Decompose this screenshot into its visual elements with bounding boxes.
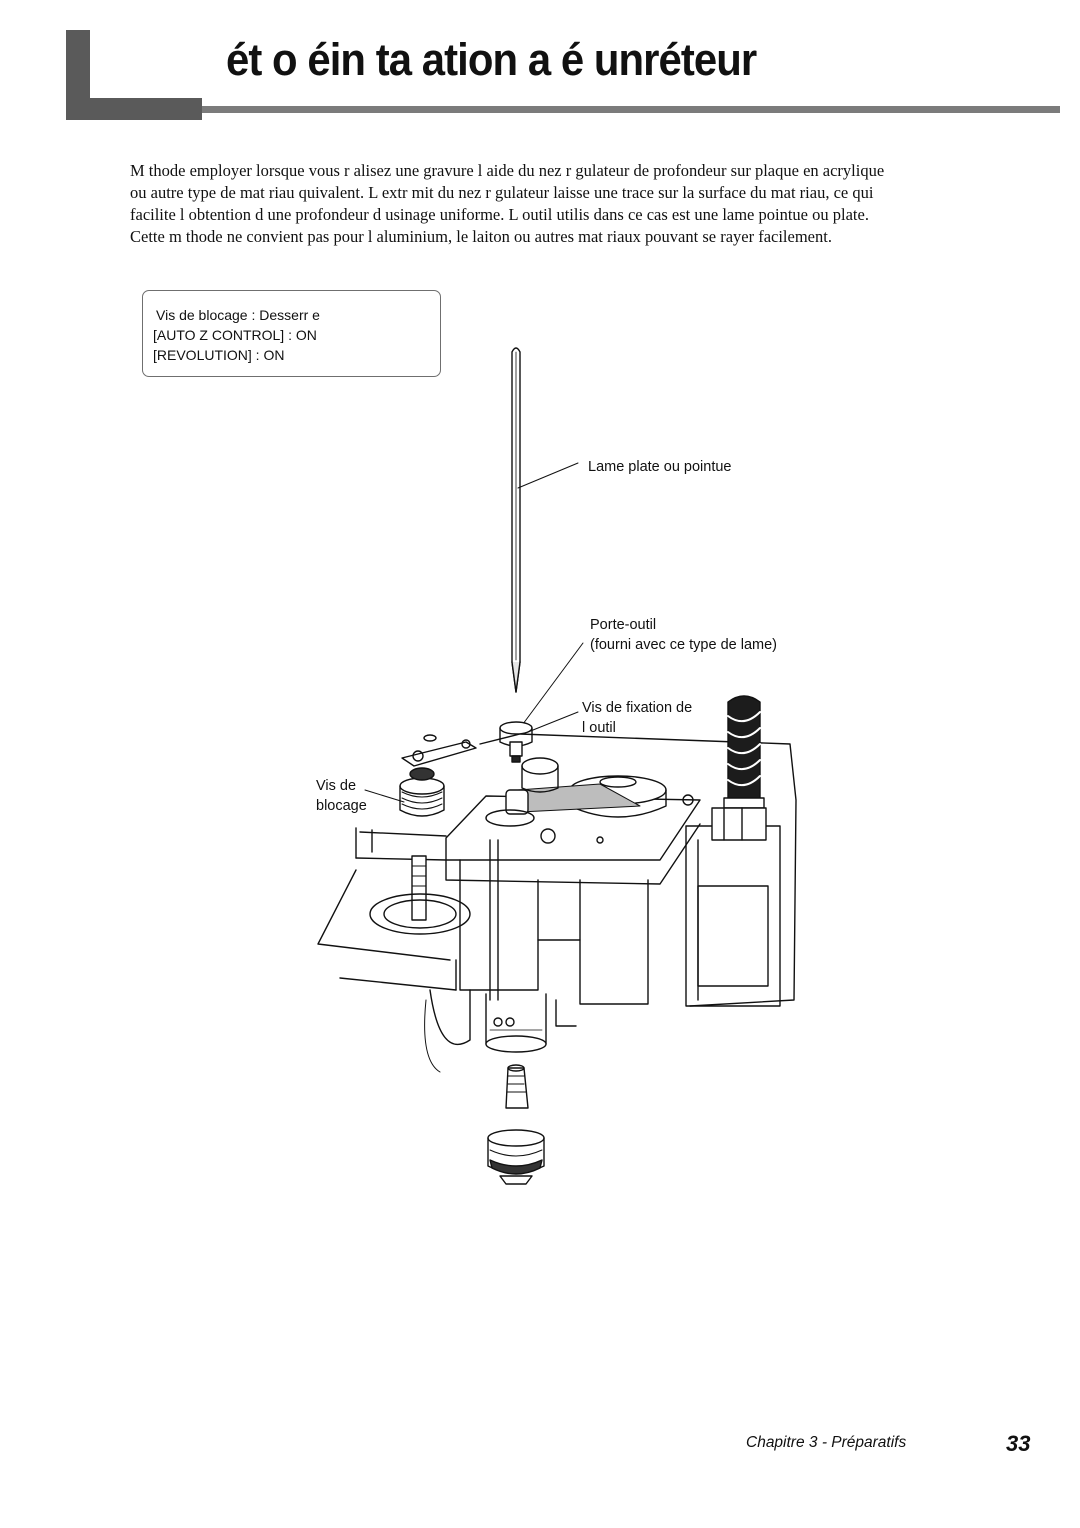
callout-tool-holder-note: (fourni avec ce type de lame) [590,637,777,653]
footer-chapter: Chapitre 3 - Préparatifs [746,1434,907,1451]
callout-fix-screw: Vis de fixation de [582,700,693,716]
page-number: 33 [1006,1431,1031,1456]
lock-screw-icon [399,734,477,817]
tool-fixing-screw-icon [499,721,559,793]
regulator-nose-icon [487,1129,545,1185]
spring-icon [711,695,767,841]
heading-corner-mark-base [66,98,202,120]
callout-fix-screw-2: l outil [582,720,616,736]
intro-line-2: ou autre type de mat riau quivalent. L e… [130,183,874,202]
lower-assembly [317,855,649,1073]
title-underline-rule [202,106,1060,113]
blade-icon [511,347,521,693]
spindle-nose-icon [485,993,547,1053]
page-title: ét o éin ta ation a é unréteur [226,34,757,85]
callout-tool-holder: Porte-outil [590,617,657,633]
spindle-illustration [317,347,797,1185]
intro-paragraph: M thode employer lorsque vous r alisez u… [130,160,1010,248]
callout-blade: Lame plate ou pointue [588,459,732,475]
callout-lock-screw-2: blocage [316,798,367,814]
intro-line-1: M thode employer lorsque vous r alisez u… [130,161,885,180]
intro-line-4: Cette m thode ne convient pas pour l alu… [130,227,832,246]
settings-auto-z-control: [AUTO Z CONTROL] : ON [153,327,317,343]
settings-lock-screw: Vis de blocage : Desserr e [156,307,320,323]
intro-line-3: facilite l obtention d une profondeur d … [130,205,869,224]
collet-icon [505,1064,529,1109]
callout-lock-screw: Vis de [316,778,357,794]
callout-leader-lines [364,462,584,803]
settings-box: Vis de blocage : Desserr e [AUTO Z CONTR… [142,290,441,377]
settings-revolution: [REVOLUTION] : ON [153,347,285,363]
